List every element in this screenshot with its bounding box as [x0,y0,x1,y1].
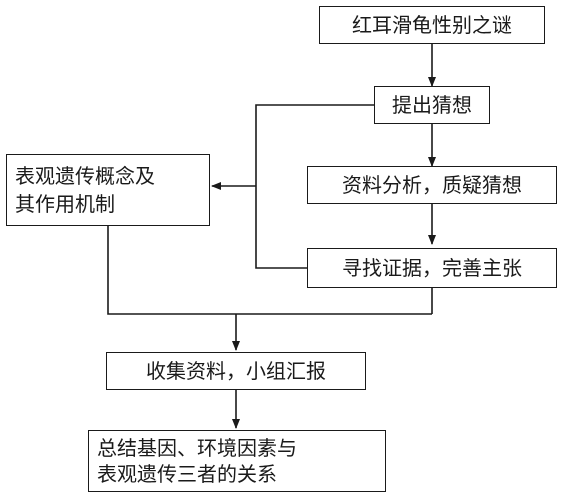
node-collect: 收集资料，小组汇报 [106,352,366,390]
node-collect-label: 收集资料，小组汇报 [146,359,326,383]
node-evidence: 寻找证据，完善主张 [307,248,557,288]
node-mystery-label: 红耳滑龟性别之谜 [352,13,512,37]
node-hypothesis: 提出猜想 [374,86,490,124]
node-analysis-label: 资料分析，质疑猜想 [342,173,522,197]
node-analysis: 资料分析，质疑猜想 [307,166,557,204]
node-summary-line2: 表观遗传三者的关系 [97,462,277,486]
node-evidence-label: 寻找证据，完善主张 [342,256,522,280]
node-epigenetics: 表观遗传概念及 其作用机制 [6,154,210,226]
node-mystery: 红耳滑龟性别之谜 [319,6,545,44]
node-epigenetics-line2: 其作用机制 [15,192,115,216]
node-summary: 总结基因、环境因素与 表观遗传三者的关系 [88,430,386,492]
node-epigenetics-line1: 表观遗传概念及 [15,164,155,188]
connector-epigenetics-down [107,226,432,315]
node-summary-line1: 总结基因、环境因素与 [97,436,297,460]
node-hypothesis-label: 提出猜想 [392,93,472,117]
